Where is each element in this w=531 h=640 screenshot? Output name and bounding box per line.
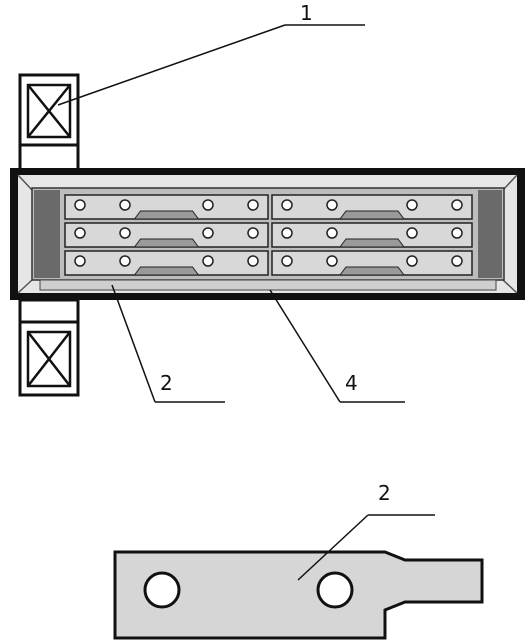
plate-hole bbox=[451, 255, 463, 267]
plate-connector bbox=[133, 238, 200, 248]
plate-hole bbox=[326, 255, 338, 267]
plate-hole bbox=[281, 255, 293, 267]
plate-hole bbox=[119, 199, 131, 211]
plate-hole bbox=[247, 255, 259, 267]
plate-hole bbox=[326, 227, 338, 239]
end-strip-left bbox=[34, 190, 60, 278]
plate-row bbox=[64, 222, 473, 248]
plate-hole bbox=[451, 227, 463, 239]
plate-connector bbox=[133, 266, 200, 276]
plate-detail bbox=[113, 550, 484, 640]
plate-connector bbox=[133, 210, 200, 220]
callout-2-top: 2 bbox=[111, 284, 225, 403]
callout-label-1: 1 bbox=[300, 1, 313, 25]
plate-hole bbox=[451, 199, 463, 211]
callout-label-2-bottom: 2 bbox=[378, 481, 391, 505]
coil-lower bbox=[18, 298, 80, 397]
plate-hole bbox=[406, 227, 418, 239]
plate-connector bbox=[339, 238, 405, 248]
plate-hole bbox=[281, 199, 293, 211]
plate-hole-right bbox=[316, 571, 354, 609]
plate-hole bbox=[202, 227, 214, 239]
plate-row bbox=[64, 250, 473, 276]
plate-hole-left bbox=[143, 571, 181, 609]
callout-label-4: 4 bbox=[345, 371, 358, 395]
plate-hole bbox=[281, 227, 293, 239]
plate-hole bbox=[406, 199, 418, 211]
plate-hole bbox=[74, 227, 86, 239]
plate-connector bbox=[339, 266, 405, 276]
plate-hole bbox=[74, 255, 86, 267]
plate-hole bbox=[119, 255, 131, 267]
plate-hole bbox=[406, 255, 418, 267]
callout-1: 1 bbox=[57, 1, 365, 106]
callout-4: 4 bbox=[269, 289, 405, 403]
plate-connector bbox=[339, 210, 405, 220]
callout-label-2-top: 2 bbox=[160, 371, 173, 395]
plate-hole bbox=[326, 199, 338, 211]
plate-hole bbox=[202, 199, 214, 211]
plate-hole bbox=[247, 227, 259, 239]
callout-2-bottom: 2 bbox=[297, 481, 435, 581]
end-strip-right bbox=[478, 190, 502, 278]
plate-hole bbox=[119, 227, 131, 239]
plate-rows bbox=[64, 194, 473, 276]
plate-hole bbox=[74, 199, 86, 211]
plate-hole bbox=[202, 255, 214, 267]
plate-hole bbox=[247, 199, 259, 211]
plate-row bbox=[64, 194, 473, 220]
coil-upper bbox=[18, 73, 80, 172]
